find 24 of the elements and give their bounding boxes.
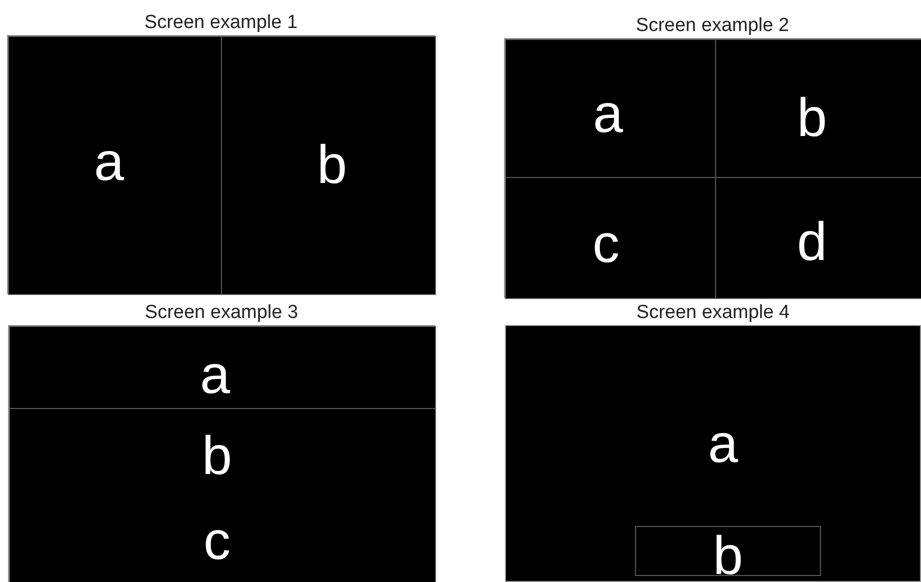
screen-region (9, 326, 436, 409)
region-letter: a (94, 134, 124, 190)
screen-heading: Screen example 1 (144, 12, 298, 34)
screen-region (715, 39, 921, 178)
screen-region (635, 526, 821, 576)
region-letter: b (202, 428, 232, 484)
screen-region (505, 177, 716, 299)
screen-region (221, 36, 436, 295)
screen-region (505, 39, 716, 178)
region-letter: b (316, 137, 348, 193)
screen-region (9, 408, 436, 582)
region-letter: a (708, 416, 738, 472)
screen-region (8, 36, 222, 295)
region-letter: b (712, 528, 744, 582)
region-letter: c (204, 513, 230, 569)
region-letter: a (592, 86, 624, 142)
screen-heading: Screen example 2 (636, 15, 790, 37)
region-letter: b (796, 90, 828, 146)
screen-region (715, 177, 921, 299)
region-letter: a (200, 347, 230, 403)
screen-heading: Screen example 4 (636, 302, 790, 324)
region-letter: c (592, 216, 620, 272)
screen-heading: Screen example 3 (144, 302, 298, 324)
region-letter: d (796, 214, 828, 270)
